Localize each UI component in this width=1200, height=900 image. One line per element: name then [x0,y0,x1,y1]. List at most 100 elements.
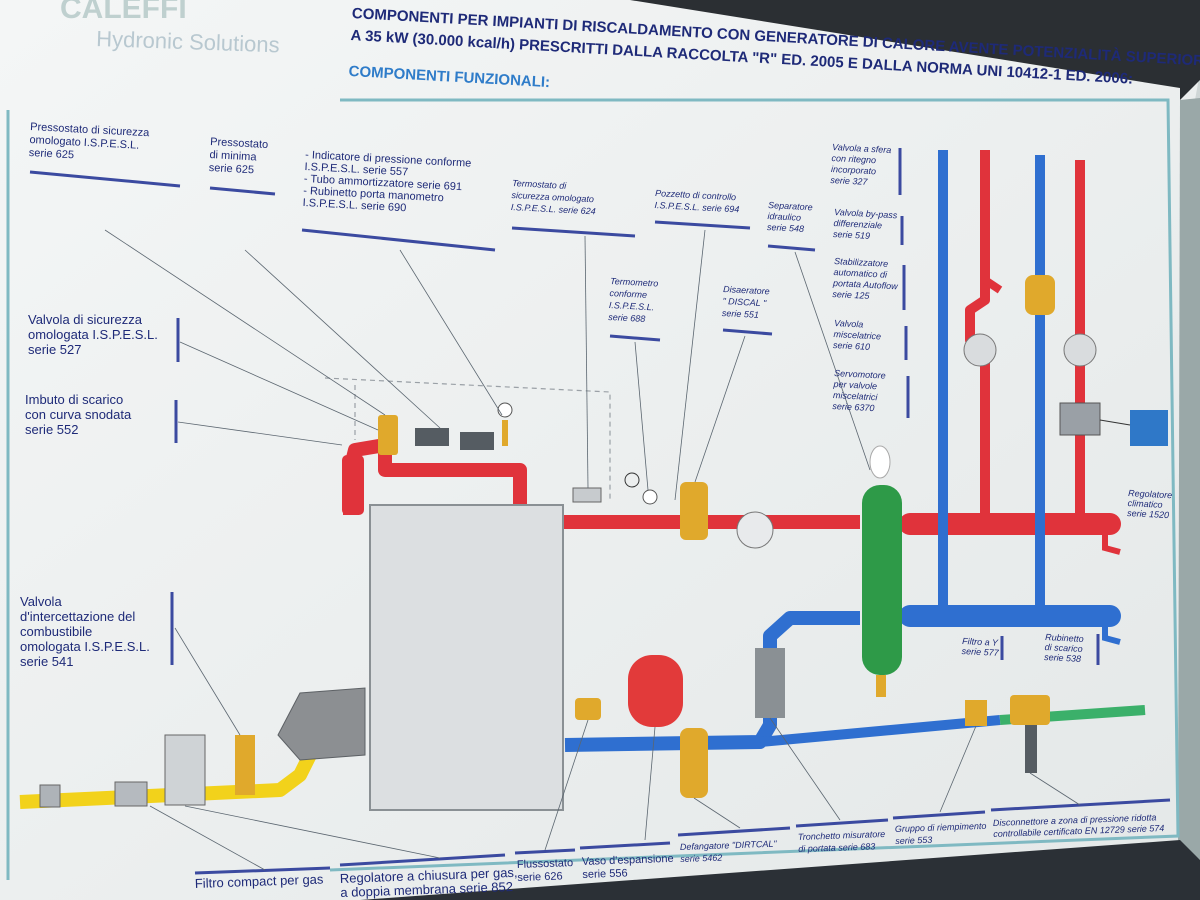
gauge-tap [502,420,508,446]
label-termostato-line-3: I.S.P.E.S.L. serie 624 [511,202,596,216]
leader-line-pressostato-minima [244,249,441,429]
circulating-pump [736,511,774,549]
label-rubinetto-scarico-line-1: Rubinetto [1045,632,1084,644]
boiler-body [369,504,564,811]
label-filtro-compact-line-1: Filtro compact per gas [195,872,325,891]
label-valvola-bypass-line-3: serie 519 [833,229,871,241]
label-regolatore-climatico-line-2: climatico [1127,498,1162,510]
label-filtro-compact: Filtro compact per gas [195,872,325,891]
label-tronchetto-line-2: di portata serie 683 [798,841,875,854]
autoflow [1025,275,1055,315]
leader-line-pressostato-sicurezza [104,229,386,416]
label-imbuto-line-3: serie 552 [25,422,78,437]
gas-pipe [19,751,317,809]
gas-regulator [164,734,206,806]
label-vaso-espansione-line-1: Vaso d'espansione [582,853,674,868]
label-bar-defangatore [677,826,791,837]
label-bar-flussostato [514,848,576,855]
components [39,275,1168,811]
leader-line-valvola-intercettazione [174,627,241,736]
leader-line-termometro [634,341,649,491]
gas-compact-filter [114,781,148,807]
label-valvola-intercettazione-line-2: d'intercettazione del [20,609,135,624]
riser-red-1 [965,150,990,520]
backflow-preventer [1010,695,1050,725]
label-flussostato-line-1: Flussostato [517,857,574,871]
leader-line-filtro-compact [149,805,266,871]
label-termometro-line-4: serie 688 [608,312,646,324]
label-defangatore: Defangatore "DIRTCAL"serie 5462 [680,839,778,864]
label-termometro-line-1: Termometro [610,276,659,289]
label-pressostato-minima-line-3: serie 625 [208,162,254,176]
label-pozzetto-line-1: Pozzetto di controllo [655,188,736,202]
flow-switch [575,698,601,720]
label-imbuto-line-2: con curva snodata [25,407,132,422]
label-pressostato-minima-line-1: Pressostato [210,136,269,151]
label-valvola-sfera-line-1: Valvola a sfera [832,142,892,155]
label-termostato-line-1: Termostato di [512,178,568,191]
thermometer [624,472,640,488]
label-flussostato-line-2: serie 626 [517,870,563,884]
pressure-switch-safety [415,428,449,446]
separator-drain [876,675,886,697]
thermostat [572,487,602,503]
label-bar-separatore [767,244,816,252]
label-bar-indicatore-pressione [301,228,496,252]
leader-line-pozzetto [674,229,706,501]
fill-line-blue [759,715,1001,747]
leader-line-separatore [794,251,871,471]
label-bar-termometro [609,334,661,342]
label-valvola-sicurezza-line-1: Valvola di sicurezza [28,312,143,327]
leader-line-disconnettore [1029,772,1081,806]
label-regolatore-climatico-line-3: serie 1520 [1127,508,1169,520]
label-bar-regolatore-gas [339,853,506,867]
label-termostato-line-2: sicurezza omologato [511,190,594,204]
riser-link [982,276,1003,294]
label-pressostato-sicurezza-line-3: serie 625 [28,147,74,161]
label-valvola-sicurezza-line-3: serie 527 [28,342,81,357]
leader-line-indicatore-pressione [399,249,503,416]
leader-line-imbuto [177,421,343,446]
discal-deaerator [680,482,708,540]
fill-group [965,700,987,726]
label-valvola-intercettazione-line-5: serie 541 [20,654,73,669]
label-separatore-line-1: Separatore [768,200,813,212]
label-filtro-y-line-2: serie 577 [961,646,999,658]
leader-line-valvola-sicurezza [179,341,379,431]
dirtcal-separator [680,728,708,798]
separator-vent [869,445,891,479]
label-bar-pozzetto [654,220,751,230]
label-disaeratore-line-1: Disaeratore [723,284,770,296]
label-tronchetto-line-1: Tronchetto misuratore [798,829,886,842]
label-bar-vaso-espansione [579,841,671,850]
thermometer-dial [642,489,658,505]
label-valvola-intercettazione-line-4: omologata I.S.P.E.S.L. [20,639,150,654]
label-rubinetto-scarico-line-2: di scarico [1044,642,1082,654]
poster-bottom-rod [360,840,1200,900]
label-bar-disaeratore [722,328,773,336]
label-disaeratore: Disaeratore" DISCAL "serie 551 [722,284,770,320]
label-pressostato-minima-line-2: di minima [209,149,258,163]
zone2-pump [1063,333,1097,367]
label-valvola-sfera-line-2: con ritegno [831,153,876,165]
label-vaso-espansione-line-2: serie 556 [582,867,628,881]
brand-name: CALEFFI [60,0,187,25]
label-valvola-bypass-line-2: differenziale [833,218,882,231]
label-stabilizzatore-line-3: portata Autoflow [832,278,899,291]
label-pressostato-sicurezza-line-2: omologato I.S.P.E.S.L. [29,134,139,152]
leader-line-gruppo-riempimento [939,725,977,813]
label-servomotore-line-2: per valvole [832,379,877,391]
